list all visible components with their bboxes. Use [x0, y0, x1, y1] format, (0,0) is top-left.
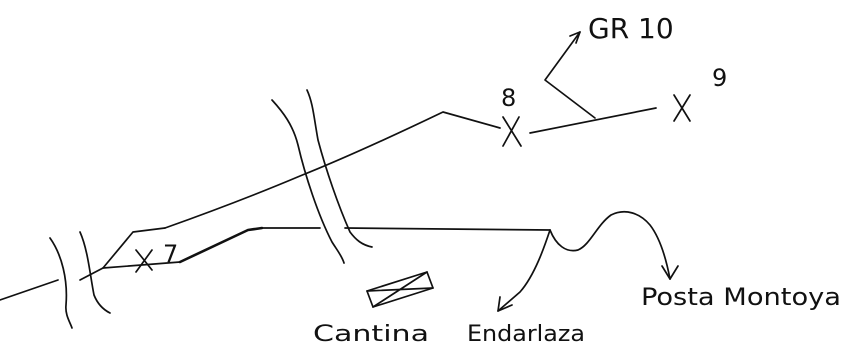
waypoint-7-marker [135, 249, 153, 273]
cantina-label: Cantina [313, 322, 429, 347]
lower-trail [261, 211, 671, 312]
cantina-building [366, 271, 434, 308]
arrowheads [497, 31, 679, 312]
gr10-label: GR 10 [588, 12, 674, 45]
route-8-to-9 [529, 31, 657, 134]
waypoint-7-loop [102, 226, 264, 269]
waypoint-9-label: 9 [712, 64, 727, 92]
route-7-to-8 [164, 111, 501, 229]
posta-montoya-label: Posta Montoya [641, 283, 841, 311]
main-river-bridge [271, 89, 373, 264]
endarlaza-label: Endarlaza [467, 322, 585, 347]
waypoint-9-marker [673, 94, 691, 122]
waypoint-8-marker [502, 116, 522, 147]
waypoint-7-label: 7 [163, 240, 178, 268]
left-bridge [0, 231, 111, 329]
waypoint-8-label: 8 [501, 84, 516, 112]
